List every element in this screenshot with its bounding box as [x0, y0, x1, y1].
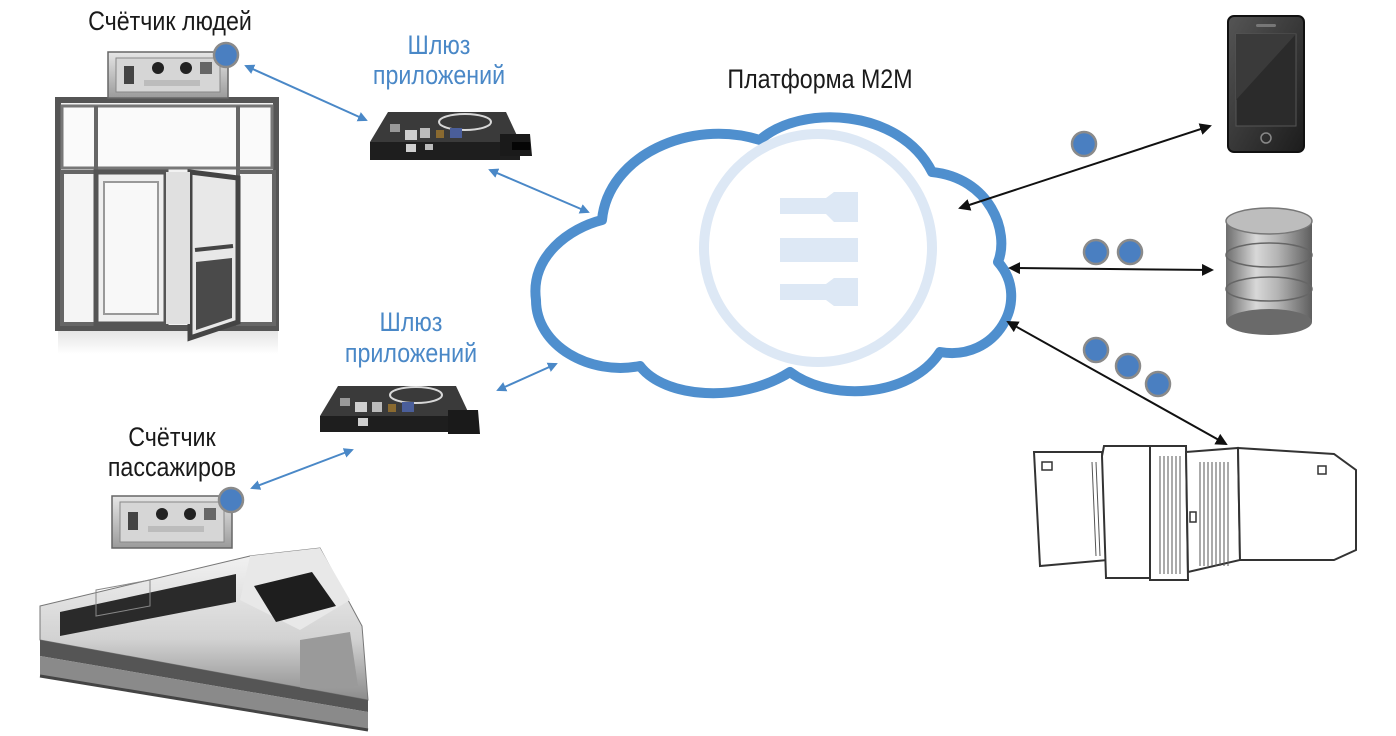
gateway-device-icon — [320, 386, 480, 434]
gateway-top-label-line2: приложений — [372, 60, 506, 90]
server-cabinet-icon — [1032, 445, 1357, 581]
passenger-counter-label-line1: Счётчик — [128, 422, 216, 452]
m2m-cloud-icon — [530, 112, 1017, 399]
gateway-device-icon — [370, 112, 532, 160]
connector-arrows-blue — [244, 64, 590, 490]
gateway-bottom-label-line1: Шлюз — [379, 307, 443, 337]
database-icon — [1225, 207, 1313, 335]
data-dot — [217, 486, 245, 514]
connector-arrows-black — [958, 123, 1228, 445]
message-dot — [1082, 238, 1110, 266]
door-icon — [55, 97, 279, 354]
message-dot — [1114, 352, 1142, 380]
message-dot — [1070, 130, 1098, 158]
message-dot — [1082, 336, 1110, 364]
passenger-counter-device-icon — [111, 495, 233, 549]
data-dot — [212, 41, 240, 69]
message-dot — [1116, 238, 1144, 266]
passenger-counter-label-line2: пассажиров — [107, 452, 237, 482]
train-icon — [39, 547, 369, 732]
gateway-top-label-line1: Шлюз — [407, 30, 471, 60]
people-counter-label: Счётчик людей — [88, 6, 252, 36]
gateway-bottom-label-line2: приложений — [344, 338, 478, 368]
message-dots — [1070, 130, 1172, 398]
message-dot — [1144, 370, 1172, 398]
platform-label: Платформа M2M — [727, 64, 913, 94]
people-counter-device-icon — [107, 51, 229, 99]
smartphone-icon — [1227, 15, 1305, 153]
